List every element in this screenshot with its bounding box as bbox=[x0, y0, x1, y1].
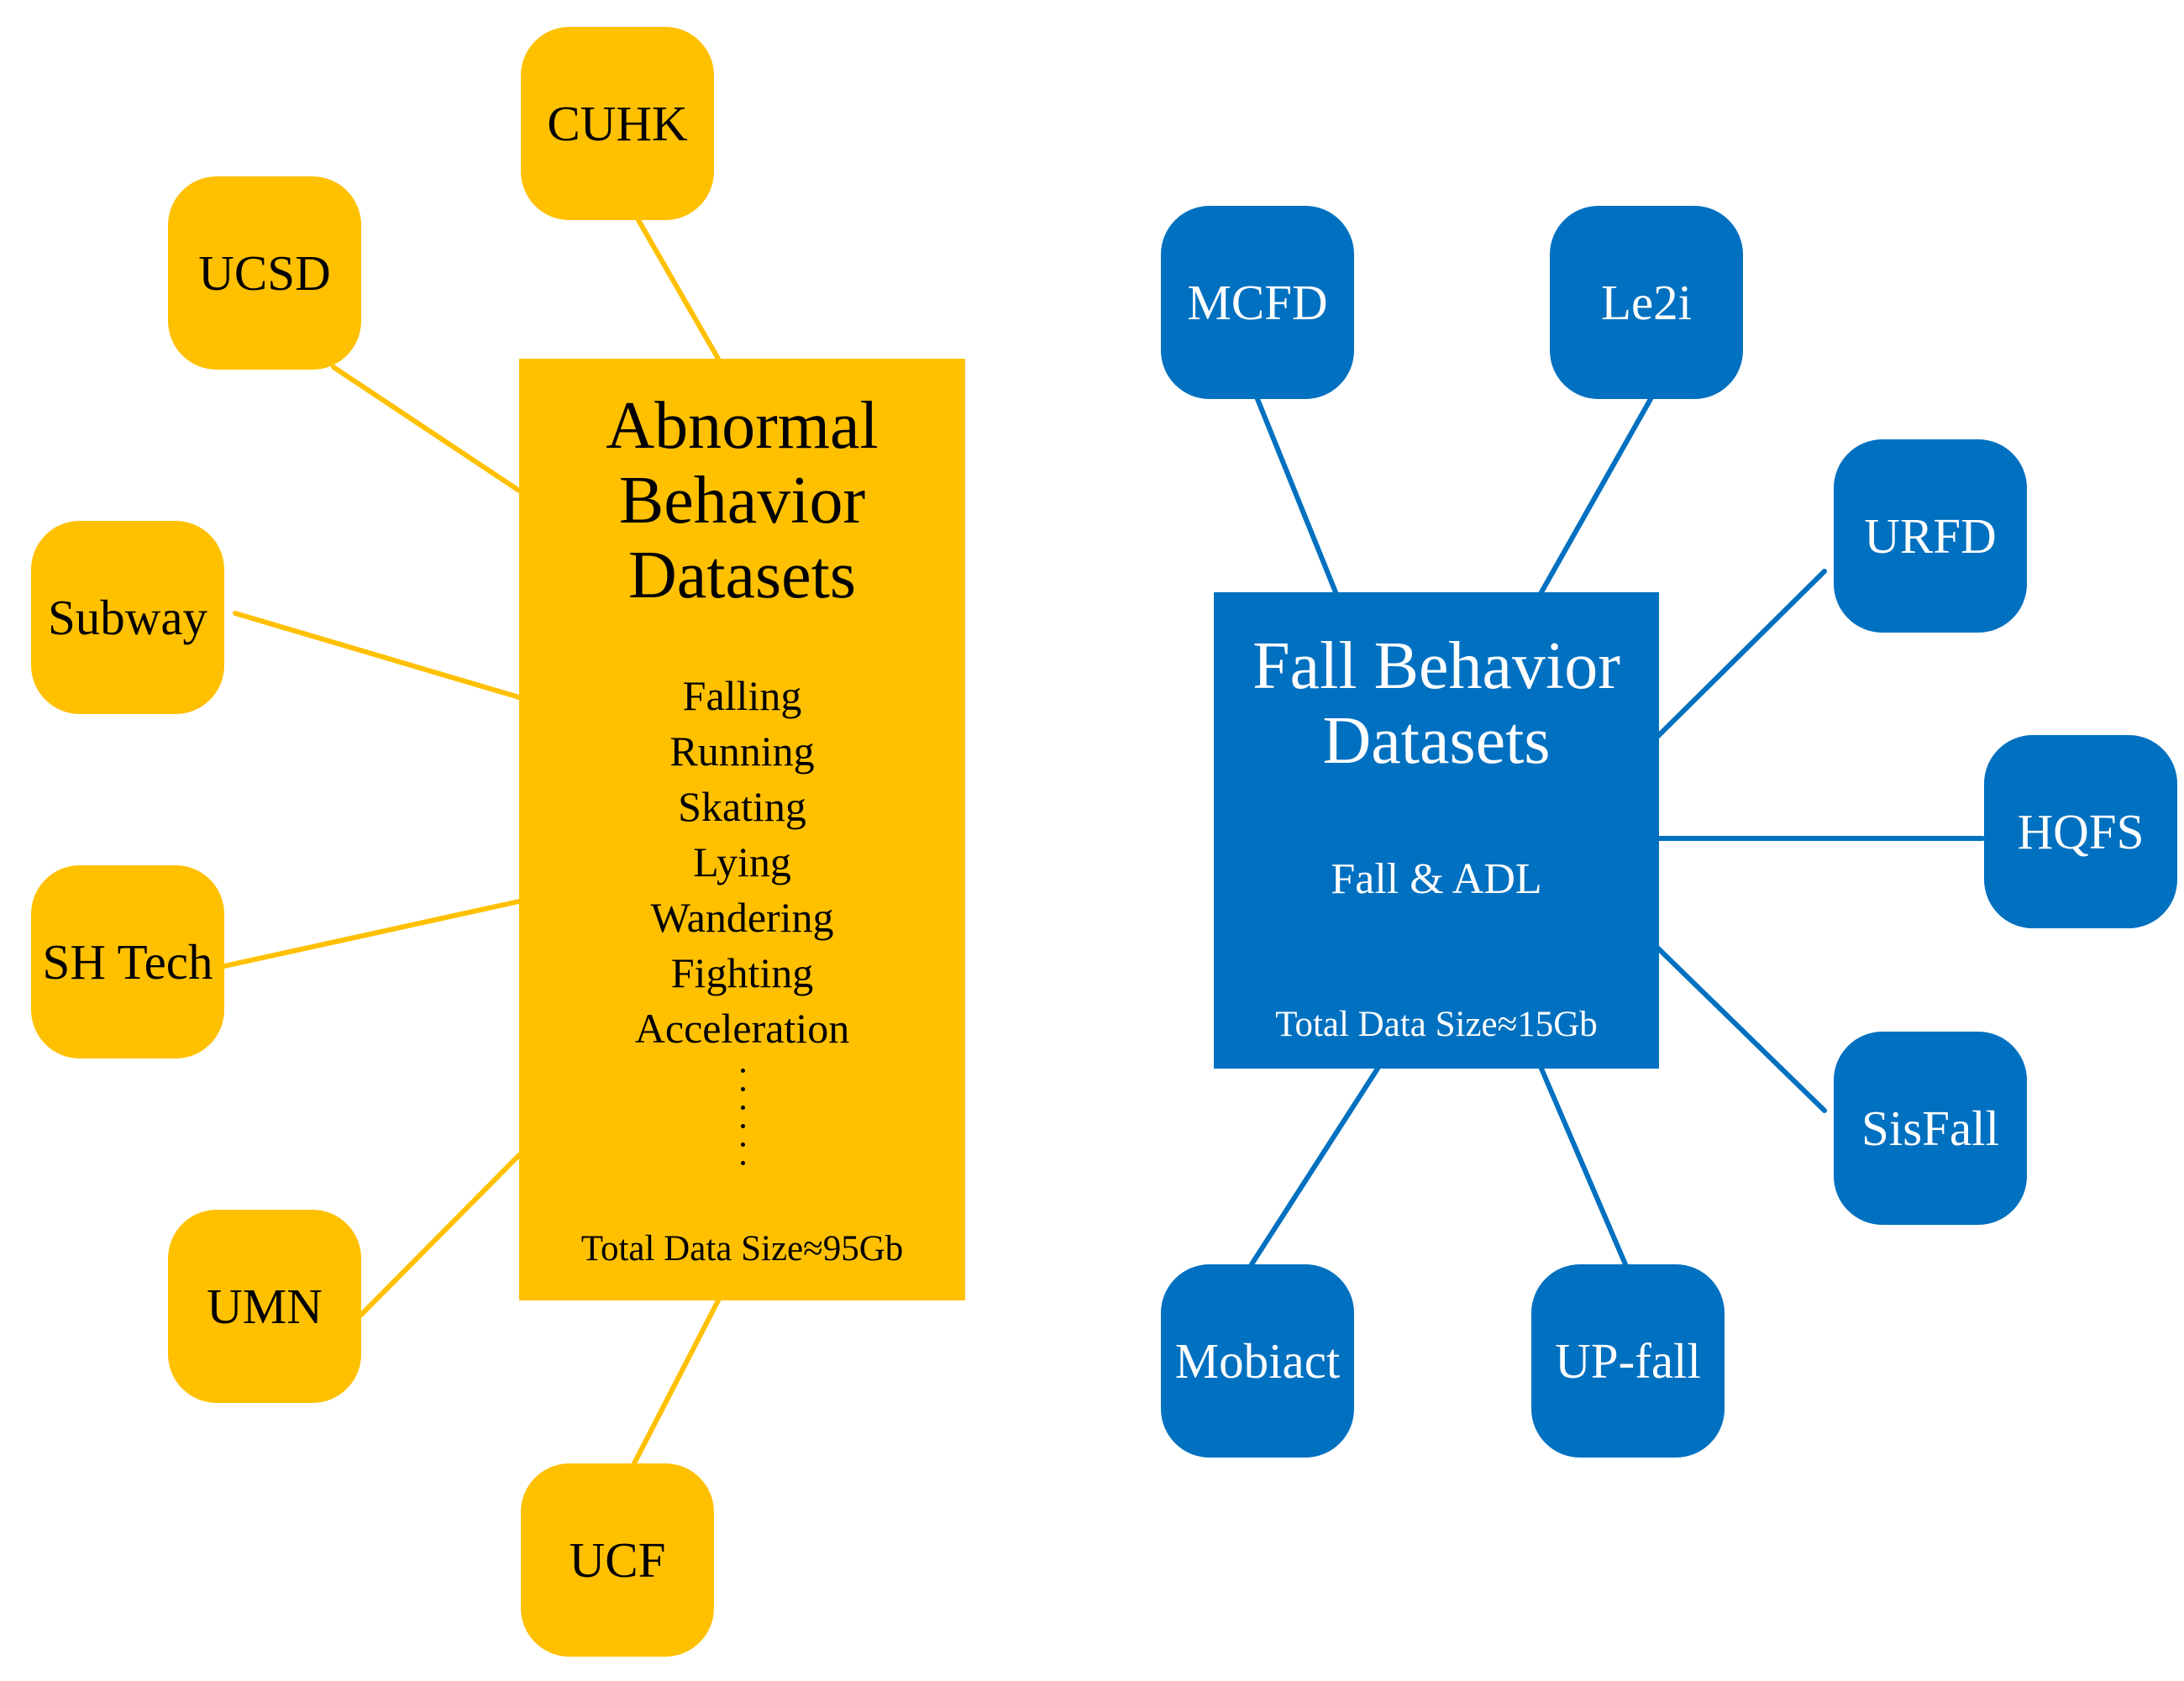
link-le2i bbox=[1539, 397, 1653, 595]
link-ucf bbox=[632, 1298, 721, 1466]
abnormal-title-line: Abnormal bbox=[606, 389, 879, 463]
dataset-mobiact: Mobiact bbox=[1161, 1264, 1354, 1458]
behavior-item: Lying bbox=[693, 838, 791, 885]
dataset-mcfd: MCFD bbox=[1161, 206, 1354, 399]
fall-title-line: Fall Behavior bbox=[1252, 629, 1620, 703]
abnormal-total-size: Total Data Size≈95Gb bbox=[580, 1229, 904, 1269]
dataset-shtech: SH Tech bbox=[31, 865, 224, 1059]
behavior-list: Falling Running Skating Lying Wandering … bbox=[519, 668, 965, 1056]
fall-total-size: Total Data Size≈15Gb bbox=[1275, 1005, 1598, 1044]
dataset-subway: Subway bbox=[31, 521, 224, 714]
fall-title-line: Datasets bbox=[1322, 704, 1551, 778]
behavior-item: Fighting bbox=[670, 949, 814, 996]
dataset-sisfall: SisFall bbox=[1834, 1032, 2027, 1225]
dataset-ucsd: UCSD bbox=[168, 176, 361, 370]
fall-hub-subtitle: Fall & ADL bbox=[1331, 855, 1542, 903]
fall-hub-title: Fall Behavior Datasets bbox=[1214, 629, 1659, 779]
link-umn bbox=[359, 1153, 522, 1317]
abnormal-title-line: Datasets bbox=[627, 538, 856, 612]
link-sisfall bbox=[1652, 943, 1827, 1113]
dataset-le2i: Le2i bbox=[1550, 206, 1743, 399]
dataset-upfall: UP-fall bbox=[1531, 1264, 1725, 1458]
link-mcfd bbox=[1255, 397, 1338, 595]
behavior-item: Running bbox=[669, 728, 815, 775]
fall-behavior-hub: Fall Behavior Datasets Fall & ADL Total … bbox=[1214, 592, 1659, 1069]
link-upfall bbox=[1539, 1066, 1628, 1267]
abnormal-title-line: Behavior bbox=[618, 464, 866, 538]
dataset-umn: UMN bbox=[168, 1210, 361, 1403]
abnormal-behavior-hub: Abnormal Behavior Datasets Falling Runni… bbox=[519, 359, 965, 1300]
behavior-item: Acceleration bbox=[634, 1005, 850, 1052]
behavior-item: Falling bbox=[682, 672, 802, 719]
dataset-cuhk: CUHK bbox=[521, 27, 714, 220]
link-ucsd bbox=[331, 365, 522, 493]
link-subway bbox=[233, 611, 522, 700]
more-behaviors-ellipsis bbox=[741, 1069, 748, 1179]
link-cuhk bbox=[636, 218, 721, 361]
behavior-item: Wandering bbox=[650, 894, 834, 941]
link-urfd bbox=[1652, 569, 1827, 742]
abnormal-hub-title: Abnormal Behavior Datasets bbox=[519, 389, 965, 613]
link-mobiact bbox=[1249, 1066, 1380, 1267]
behavior-item: Skating bbox=[678, 783, 806, 830]
dataset-urfd: URFD bbox=[1834, 439, 2027, 633]
dataset-hqfs: HQFS bbox=[1984, 735, 2177, 928]
link-shtech bbox=[222, 899, 522, 969]
dataset-ucf: UCF bbox=[521, 1463, 714, 1657]
